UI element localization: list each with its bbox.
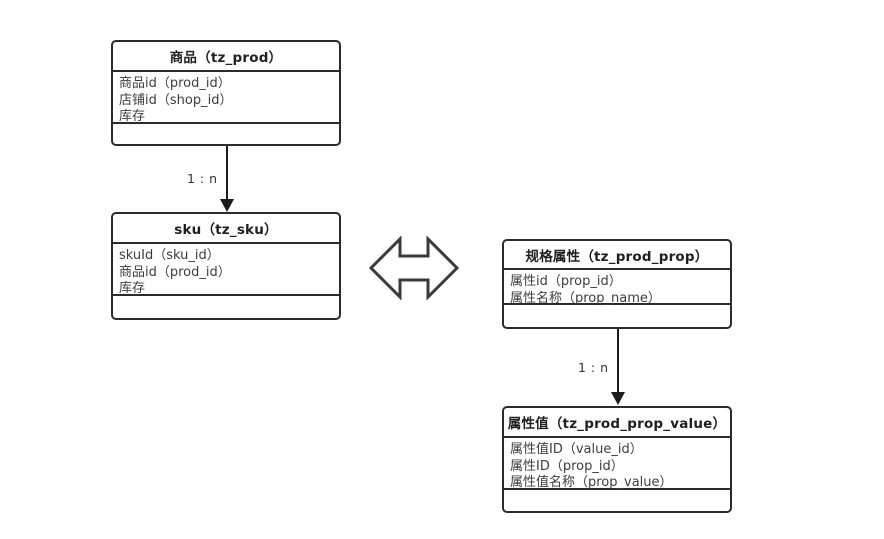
attribute-row: 属性值名称（prop_value）: [510, 475, 673, 490]
relation-arrowhead-icon: [611, 392, 625, 405]
attribute-row: 属性值ID（value_id）: [510, 442, 643, 457]
double-arrow-horizontal-icon[interactable]: [368, 235, 460, 301]
entity-tz-prod-prop[interactable]: 规格属性（tz_prod_prop） 属性id（prop_id） 属性名称（pr…: [502, 239, 732, 329]
entity-title-tz-sku: sku（tz_sku）: [113, 214, 339, 244]
entity-footer-tz-sku: [113, 296, 339, 318]
entity-attributes-tz-sku: skuId（sku_id） 商品id（prod_id） 库存: [113, 244, 339, 296]
entity-title-tz-prod-prop-value: 属性值（tz_prod_prop_value）: [504, 408, 730, 438]
relation-label-prod-to-sku: 1 : n: [187, 171, 218, 186]
attribute-row: 属性id（prop_id）: [510, 274, 622, 289]
relation-label-prop-to-prop-value: 1 : n: [578, 360, 609, 375]
entity-attributes-tz-prod: 商品id（prod_id） 店铺id（shop_id） 库存: [113, 72, 339, 124]
attribute-row: 商品id（prod_id）: [119, 76, 231, 91]
relation-prop-to-prop-value: 1 : n: [578, 329, 625, 406]
attribute-row: 库存: [119, 109, 146, 124]
entity-footer-tz-prod-prop: [504, 305, 730, 327]
attribute-row: 店铺id（shop_id）: [119, 92, 233, 108]
relation-line: [226, 146, 228, 200]
attribute-row: 商品id（prod_id）: [119, 264, 231, 280]
attribute-row: skuId（sku_id）: [119, 248, 220, 263]
entity-footer-tz-prod-prop-value: [504, 490, 730, 511]
relation-prod-to-sku: 1 : n: [187, 146, 234, 212]
attribute-row: 库存: [119, 281, 146, 296]
entity-attributes-tz-prod-prop: 属性id（prop_id） 属性名称（prop_name）: [504, 270, 730, 306]
entity-footer-tz-prod: [113, 124, 339, 144]
attribute-row: 属性名称（prop_name）: [510, 290, 661, 306]
relation-line: [617, 329, 619, 393]
entity-tz-prod-prop-value[interactable]: 属性值（tz_prod_prop_value） 属性值ID（value_id） …: [502, 406, 732, 513]
relation-arrowhead-icon: [220, 199, 234, 212]
entity-tz-sku[interactable]: sku（tz_sku） skuId（sku_id） 商品id（prod_id） …: [111, 212, 341, 320]
entity-tz-prod[interactable]: 商品（tz_prod） 商品id（prod_id） 店铺id（shop_id） …: [111, 40, 341, 146]
attribute-row: 属性ID（prop_id）: [510, 458, 624, 474]
entity-attributes-tz-prod-prop-value: 属性值ID（value_id） 属性ID（prop_id） 属性值名称（prop…: [504, 438, 730, 490]
entity-title-tz-prod-prop: 规格属性（tz_prod_prop）: [504, 241, 730, 270]
entity-title-tz-prod: 商品（tz_prod）: [113, 42, 339, 72]
